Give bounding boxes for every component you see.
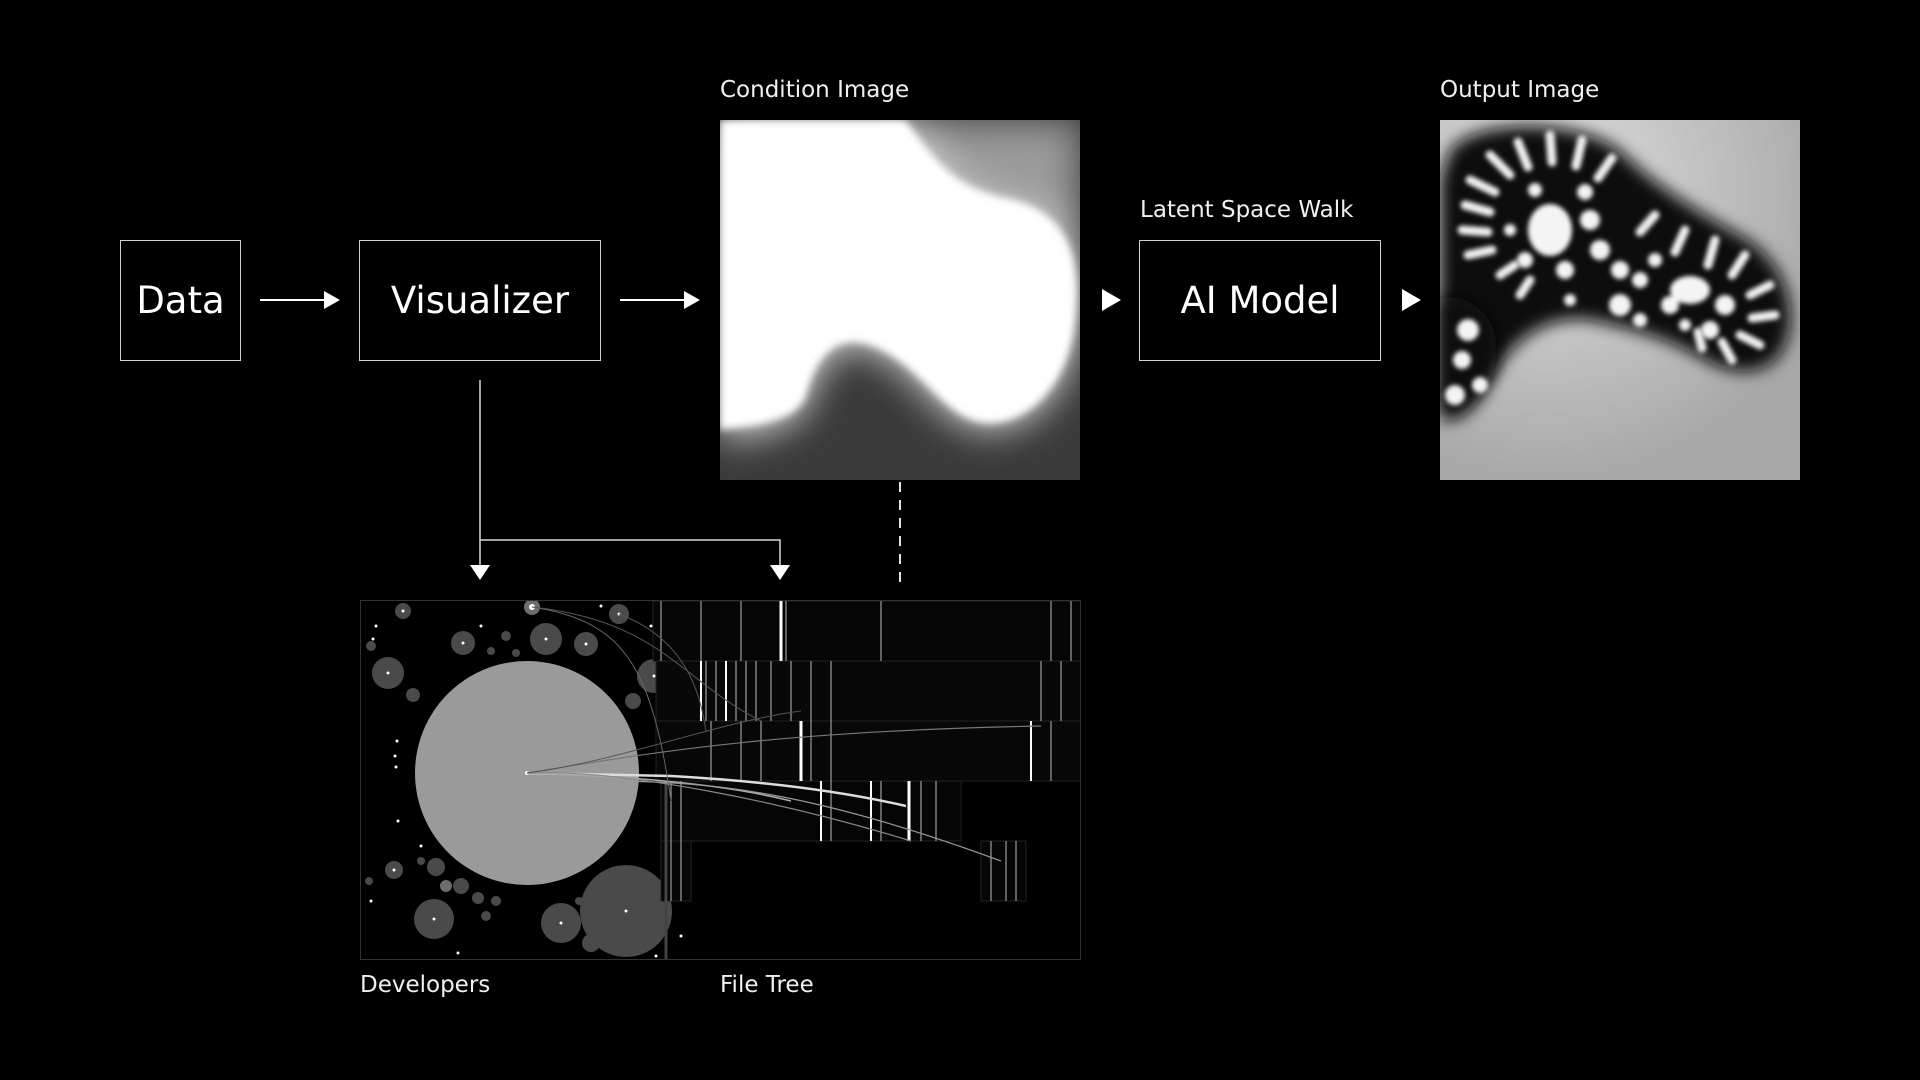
arrow-to-file-tree [770,565,790,580]
condition-image [720,120,1080,480]
ai-model-node-label: AI Model [1180,279,1340,322]
ai-model-node: AI Model [1139,240,1381,361]
condition-image-blob [720,120,1080,480]
arrow-condition-to-model [1102,289,1121,311]
output-image [1440,120,1800,480]
arrow-model-to-output [1402,289,1421,311]
latent-space-walk-label: Latent Space Walk [1140,197,1354,223]
condition-image-label: Condition Image [720,77,910,103]
file-tree-stripes [652,601,1080,959]
branch-visualizer-down [479,380,781,565]
arrow-data-to-visualizer [260,291,340,309]
output-image-pattern [1440,120,1800,480]
visualization-panel-graphic [365,601,1080,959]
connection-curves [526,606,1042,862]
file-tree-bars [660,601,1072,901]
arrow-visualizer-to-condition [620,291,700,309]
arrow-to-developers [470,565,490,580]
visualizer-node-label: Visualizer [390,279,570,322]
developers-label: Developers [360,972,491,998]
data-node-label: Data [136,279,225,322]
visualization-panel [360,600,1081,960]
data-node: Data [120,240,241,361]
visualizer-node: Visualizer [359,240,601,361]
output-image-label: Output Image [1440,77,1600,103]
file-tree-label: File Tree [720,972,814,998]
